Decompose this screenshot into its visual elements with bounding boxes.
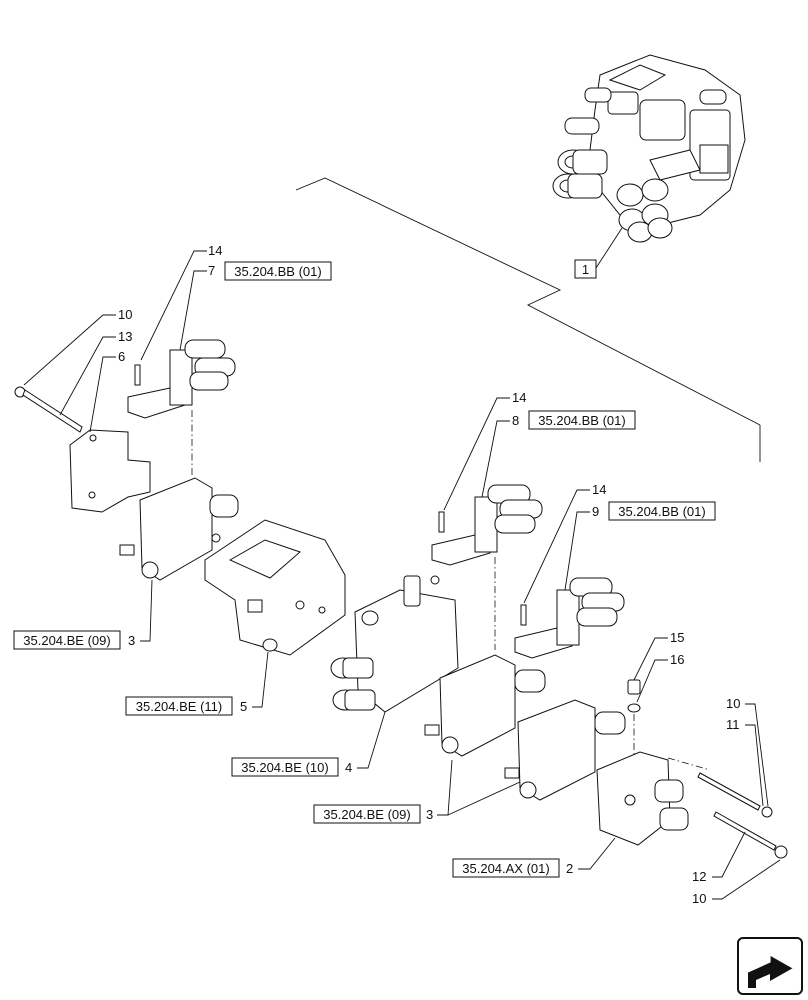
reference-boxes: 35.204.BB (01) 35.204.BB (01) 35.204.BB … xyxy=(13,261,716,878)
ref-label-3-mid[interactable]: 35.204.BE (09) xyxy=(323,807,410,822)
coupler-group-upper xyxy=(564,87,727,135)
group-break-line xyxy=(295,177,761,426)
callout-4: 4 xyxy=(345,760,352,775)
callout-15: 15 xyxy=(670,630,684,645)
outlet-section xyxy=(596,751,689,846)
callout-3-left: 3 xyxy=(128,633,135,648)
callout-14-top: 14 xyxy=(208,243,222,258)
callout-14-mid: 14 xyxy=(512,390,526,405)
plug-fitting xyxy=(627,679,641,695)
solenoid-mid xyxy=(431,484,543,566)
callout-10-right-top: 10 xyxy=(726,696,740,711)
tie-bolt-right-lower xyxy=(713,811,788,859)
callout-14-right: 14 xyxy=(592,482,606,497)
valve-section-left xyxy=(119,477,239,581)
solenoid-left xyxy=(127,339,236,419)
ref-label-3-left[interactable]: 35.204.BE (09) xyxy=(23,633,110,648)
inlet-section xyxy=(204,519,346,656)
ref-label-9[interactable]: 35.204.BB (01) xyxy=(618,504,705,519)
callout-1: 1 xyxy=(582,262,589,277)
callout-12: 12 xyxy=(692,869,706,884)
callout-6: 6 xyxy=(118,349,125,364)
ref-label-8[interactable]: 35.204.BB (01) xyxy=(538,413,625,428)
ref-label-4[interactable]: 35.204.BE (10) xyxy=(241,760,328,775)
valve-section-mid xyxy=(424,654,546,757)
ref-label-7[interactable]: 35.204.BB (01) xyxy=(234,264,321,279)
solenoid-right xyxy=(514,577,625,659)
valve-section-right xyxy=(504,699,626,801)
leader-lines xyxy=(23,250,781,900)
ref-label-5[interactable]: 35.204.BE (11) xyxy=(136,699,222,714)
callout-5: 5 xyxy=(240,699,247,714)
callout-16: 16 xyxy=(670,652,684,667)
callout-2: 2 xyxy=(566,861,573,876)
callout-3-mid: 3 xyxy=(426,807,433,822)
cover-plate xyxy=(69,429,151,513)
callout-8: 8 xyxy=(512,413,519,428)
callout-11: 11 xyxy=(726,717,740,732)
tie-bolt-left xyxy=(14,386,83,433)
next-page-arrow-icon[interactable] xyxy=(737,937,803,995)
callout-7: 7 xyxy=(208,263,215,278)
ref-label-2[interactable]: 35.204.AX (01) xyxy=(462,861,549,876)
o-ring xyxy=(627,703,641,713)
valve-assembly-illustration xyxy=(552,54,746,243)
callout-10-bottom: 10 xyxy=(692,891,706,906)
callout-labels: 14 7 10 13 6 14 8 14 9 3 5 4 3 15 16 10 … xyxy=(118,243,740,906)
callout-9: 9 xyxy=(592,504,599,519)
callout-13: 13 xyxy=(118,329,132,344)
mid-section xyxy=(330,575,459,713)
tie-bolt-right-upper xyxy=(697,772,773,818)
callout-10-top: 10 xyxy=(118,307,132,322)
coupler-group-lower xyxy=(552,149,673,243)
